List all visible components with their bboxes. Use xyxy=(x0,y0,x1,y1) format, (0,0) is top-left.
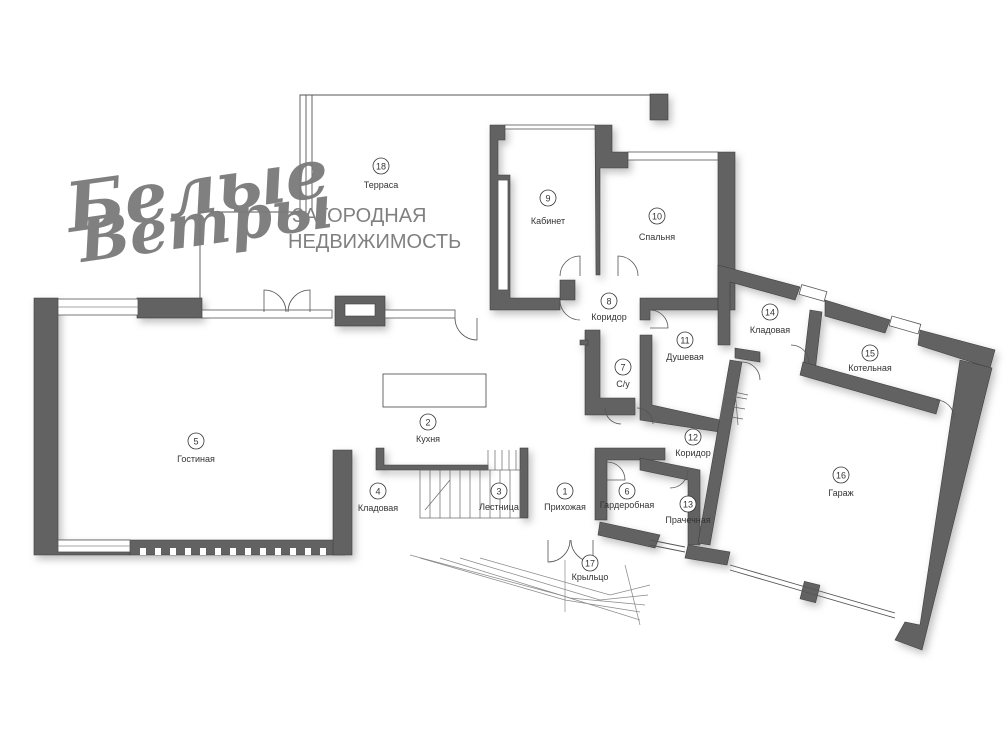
logo-tagline2: НЕДВИЖИМОСТЬ xyxy=(288,231,461,253)
room-number: 13 xyxy=(683,500,693,510)
room-5: 5 Гостиная xyxy=(177,432,215,464)
room-number: 16 xyxy=(836,471,846,481)
room-number: 3 xyxy=(496,487,501,497)
room-4: 4 Кладовая xyxy=(358,482,398,513)
room-name: Гараж xyxy=(828,488,853,498)
room-number: 14 xyxy=(765,308,775,318)
room-name: Спальня xyxy=(639,232,675,242)
kitchen-island xyxy=(382,373,487,408)
room-name: Коридор xyxy=(591,312,627,322)
room-18: 18 Терраса xyxy=(364,157,399,190)
room-number: 12 xyxy=(688,433,698,443)
room-name: Коридор xyxy=(675,448,711,458)
room-name: Терраса xyxy=(364,180,399,190)
room-name: Кладовая xyxy=(358,503,398,513)
room-7: 7 С/у xyxy=(614,358,632,389)
room-name: Крыльцо xyxy=(572,572,609,582)
room-name: Гардеробная xyxy=(600,500,655,510)
room-number: 7 xyxy=(620,363,625,373)
room-name: Кухня xyxy=(416,434,440,444)
room-number: 18 xyxy=(376,162,386,172)
room-12: 12 Коридор xyxy=(675,428,711,458)
room-1: 1 Прихожая xyxy=(544,482,586,512)
room-6: 6 Гардеробная xyxy=(600,482,655,510)
room-17: 17 Крыльцо xyxy=(572,554,609,582)
room-number: 9 xyxy=(545,194,550,204)
room-number: 6 xyxy=(624,487,629,497)
logo-tagline1: ЗАГОРОДНАЯ xyxy=(292,205,426,227)
porch-steps xyxy=(409,554,651,626)
room-number: 1 xyxy=(562,487,567,497)
windows xyxy=(57,124,922,619)
room-number: 5 xyxy=(193,437,198,447)
room-number: 8 xyxy=(606,297,611,307)
room-2: 2 Кухня xyxy=(416,413,440,444)
room-name: Прихожая xyxy=(544,502,586,512)
room-number: 4 xyxy=(375,487,380,497)
logo: Белые Ветры ЗАГОРОДНАЯ НЕДВИЖИМОСТЬ xyxy=(59,133,461,277)
staircase xyxy=(419,389,749,519)
living-bottom-niches xyxy=(140,548,326,555)
room-11: 11 Душевая xyxy=(666,331,704,362)
room-name: Гостиная xyxy=(177,454,215,464)
room-13: 13 Прачечная xyxy=(665,495,711,525)
room-3: 3 Лестница xyxy=(479,482,519,512)
room-number: 17 xyxy=(585,559,595,569)
room-number: 2 xyxy=(425,418,430,428)
room-14: 14 Кладовая xyxy=(750,303,790,335)
room-name: Кладовая xyxy=(750,325,790,335)
room-16: 16 Гараж xyxy=(828,466,854,498)
room-name: Прачечная xyxy=(665,515,710,525)
room-number: 15 xyxy=(865,349,875,359)
room-number: 11 xyxy=(680,336,689,346)
room-name: Душевая xyxy=(666,352,704,362)
room-9: 9 Кабинет xyxy=(531,189,565,226)
room-name: Кабинет xyxy=(531,216,565,226)
room-number: 10 xyxy=(652,212,662,222)
room-10: 10 Спальня xyxy=(639,207,675,242)
terrace-outline xyxy=(199,94,668,300)
room-name: С/у xyxy=(616,379,630,389)
room-8: 8 Коридор xyxy=(591,292,627,322)
room-15: 15 Котельная xyxy=(848,344,892,373)
room-labels: 1 Прихожая 2 Кухня 3 Лестница 4 Кладовая… xyxy=(177,157,892,582)
room-name: Котельная xyxy=(848,363,892,373)
room-name: Лестница xyxy=(479,502,519,512)
